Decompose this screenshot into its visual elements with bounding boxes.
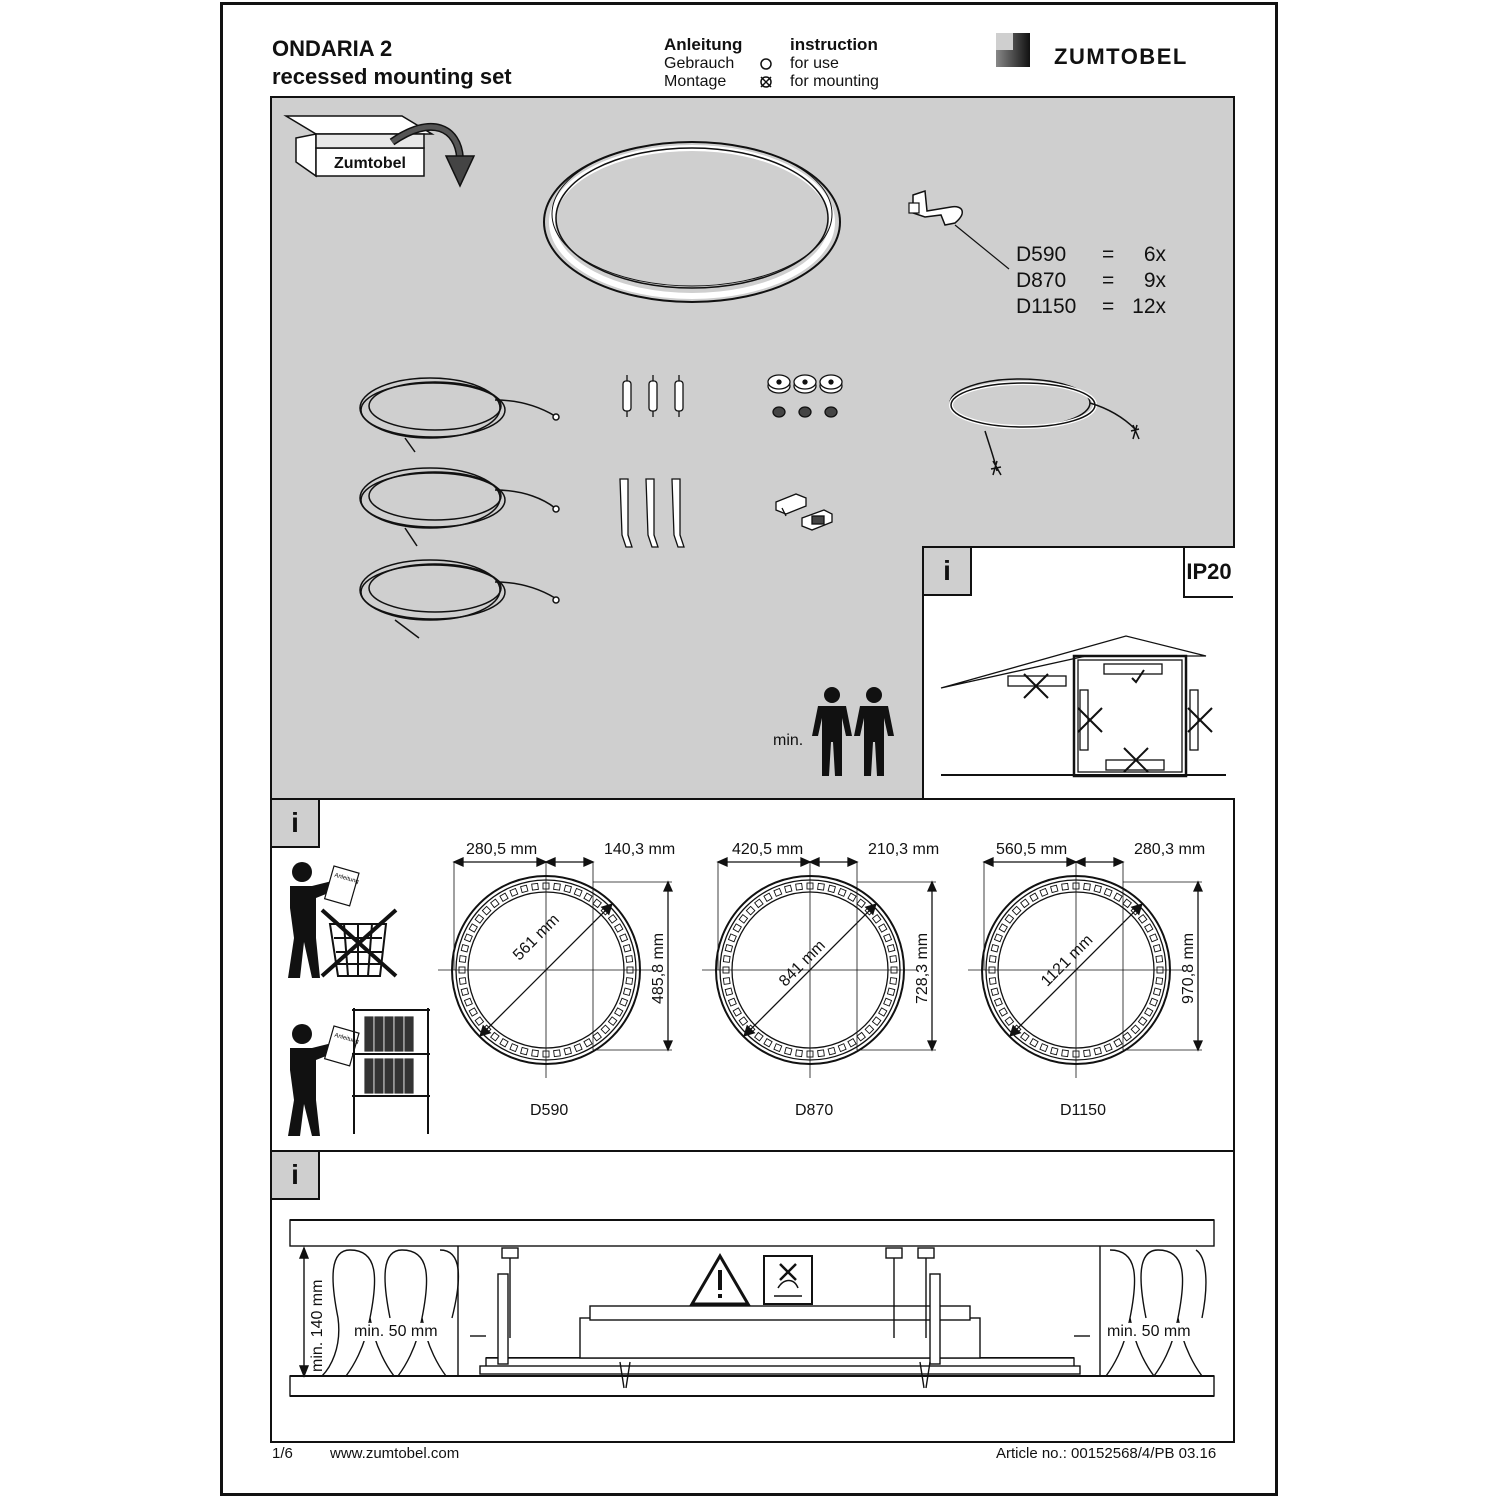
size-name-d590: D590	[530, 1102, 569, 1119]
warning-triangle-icon	[689, 1253, 751, 1306]
legend-de-heading: Anleitung	[664, 35, 743, 54]
mounting-ring-icon	[543, 141, 841, 303]
quantity-row: D590=6x	[1016, 243, 1166, 266]
shelf-binders-icon	[352, 1008, 430, 1134]
ip-rating-badge: IP20	[1183, 548, 1233, 598]
article-number: Article no.: 00152568/4/PB 03.16	[996, 1445, 1217, 1462]
mount-crossed-circle-icon	[760, 76, 772, 88]
legend-en-heading: instruction	[790, 35, 878, 54]
info-icon: i	[924, 548, 972, 596]
instruction-legend-en: instruction for use for mounting	[790, 36, 879, 91]
legend-de-mount: Montage	[664, 73, 727, 90]
zumtobel-logo-icon	[996, 33, 1030, 67]
spring-clip-icon	[908, 189, 1010, 270]
quantity-row: D1150=12x	[1016, 295, 1166, 318]
orientation-diagram	[940, 635, 1226, 778]
suspension-wire-coils-icon	[359, 377, 560, 639]
installation-cross-section	[289, 1219, 1215, 1397]
ring-dimension-drawing	[438, 856, 674, 1078]
dim-height-label: 485,8 mm	[650, 932, 667, 1004]
power-cable-icon	[949, 378, 1140, 476]
section-divider	[270, 1150, 1235, 1152]
legend-en-use: for use	[790, 55, 839, 72]
dim-height-label: 728,3 mm	[914, 932, 931, 1004]
size-name-d1150: D1150	[1060, 1102, 1106, 1119]
do-not-discard-icon	[288, 862, 346, 978]
size-name-d870: D870	[795, 1102, 834, 1119]
dim-left-label: 420,5 mm	[732, 841, 804, 858]
clip-quantity-table: D590=6x D870=9x D1150=12x	[1016, 242, 1166, 320]
product-title: ONDARIA 2 recessed mounting set	[272, 35, 512, 91]
no-insulation-cover-icon	[763, 1255, 813, 1305]
dimension-diagrams	[438, 856, 1204, 1078]
manual-sheet-icon: Anleitung	[323, 865, 360, 907]
section-divider	[270, 798, 1235, 800]
waste-basket-icon	[320, 908, 398, 978]
wire-gripper-set-icon	[622, 375, 684, 417]
legend-checkbox-icons	[760, 58, 772, 88]
box-unpack-icon	[283, 115, 476, 188]
manual-sheet-icon: Anleitung	[323, 1025, 360, 1067]
legend-de-use: Gebrauch	[664, 55, 735, 72]
page-number: 1/6	[272, 1445, 293, 1462]
ring-dimension-drawing	[702, 856, 938, 1078]
title-line-2: recessed mounting set	[272, 64, 512, 89]
info-icon: i	[272, 800, 320, 848]
ring-dimension-drawing	[968, 856, 1204, 1078]
brand-name: ZUMTOBEL	[1054, 44, 1188, 69]
keep-manual-icons: Anleitung Anleitung	[288, 862, 430, 1136]
two-persons-icon	[812, 687, 894, 776]
dim-right-label: 210,3 mm	[868, 841, 940, 858]
dim-right-label: 140,3 mm	[604, 841, 676, 858]
box-label: Zumtobel	[334, 155, 406, 172]
mounting-bracket-set-icon	[619, 478, 685, 548]
min-distance-left-label: min. 50 mm	[354, 1323, 438, 1341]
ceiling-cap-set-icon	[767, 374, 843, 418]
dim-left-label: 280,5 mm	[466, 841, 538, 858]
instruction-legend-de: Anleitung Gebrauch Montage	[664, 36, 742, 91]
dim-right-label: 280,3 mm	[1134, 841, 1206, 858]
quantity-row: D870=9x	[1016, 269, 1166, 292]
store-manual-icon	[288, 1024, 346, 1136]
website-link[interactable]: www.zumtobel.com	[330, 1445, 460, 1462]
use-empty-circle-icon	[760, 58, 772, 70]
dim-height-label: 970,8 mm	[1180, 932, 1197, 1004]
legend-en-mount: for mounting	[790, 73, 879, 90]
min-height-label: min. 140 mm	[309, 1279, 326, 1372]
title-line-1: ONDARIA 2	[272, 36, 393, 61]
dim-left-label: 560,5 mm	[996, 841, 1068, 858]
min-distance-right-label: min. 50 mm	[1107, 1323, 1191, 1341]
info-icon: i	[272, 1152, 320, 1200]
min-persons-label: min.	[773, 732, 804, 749]
connector-piece-icon	[775, 493, 833, 531]
